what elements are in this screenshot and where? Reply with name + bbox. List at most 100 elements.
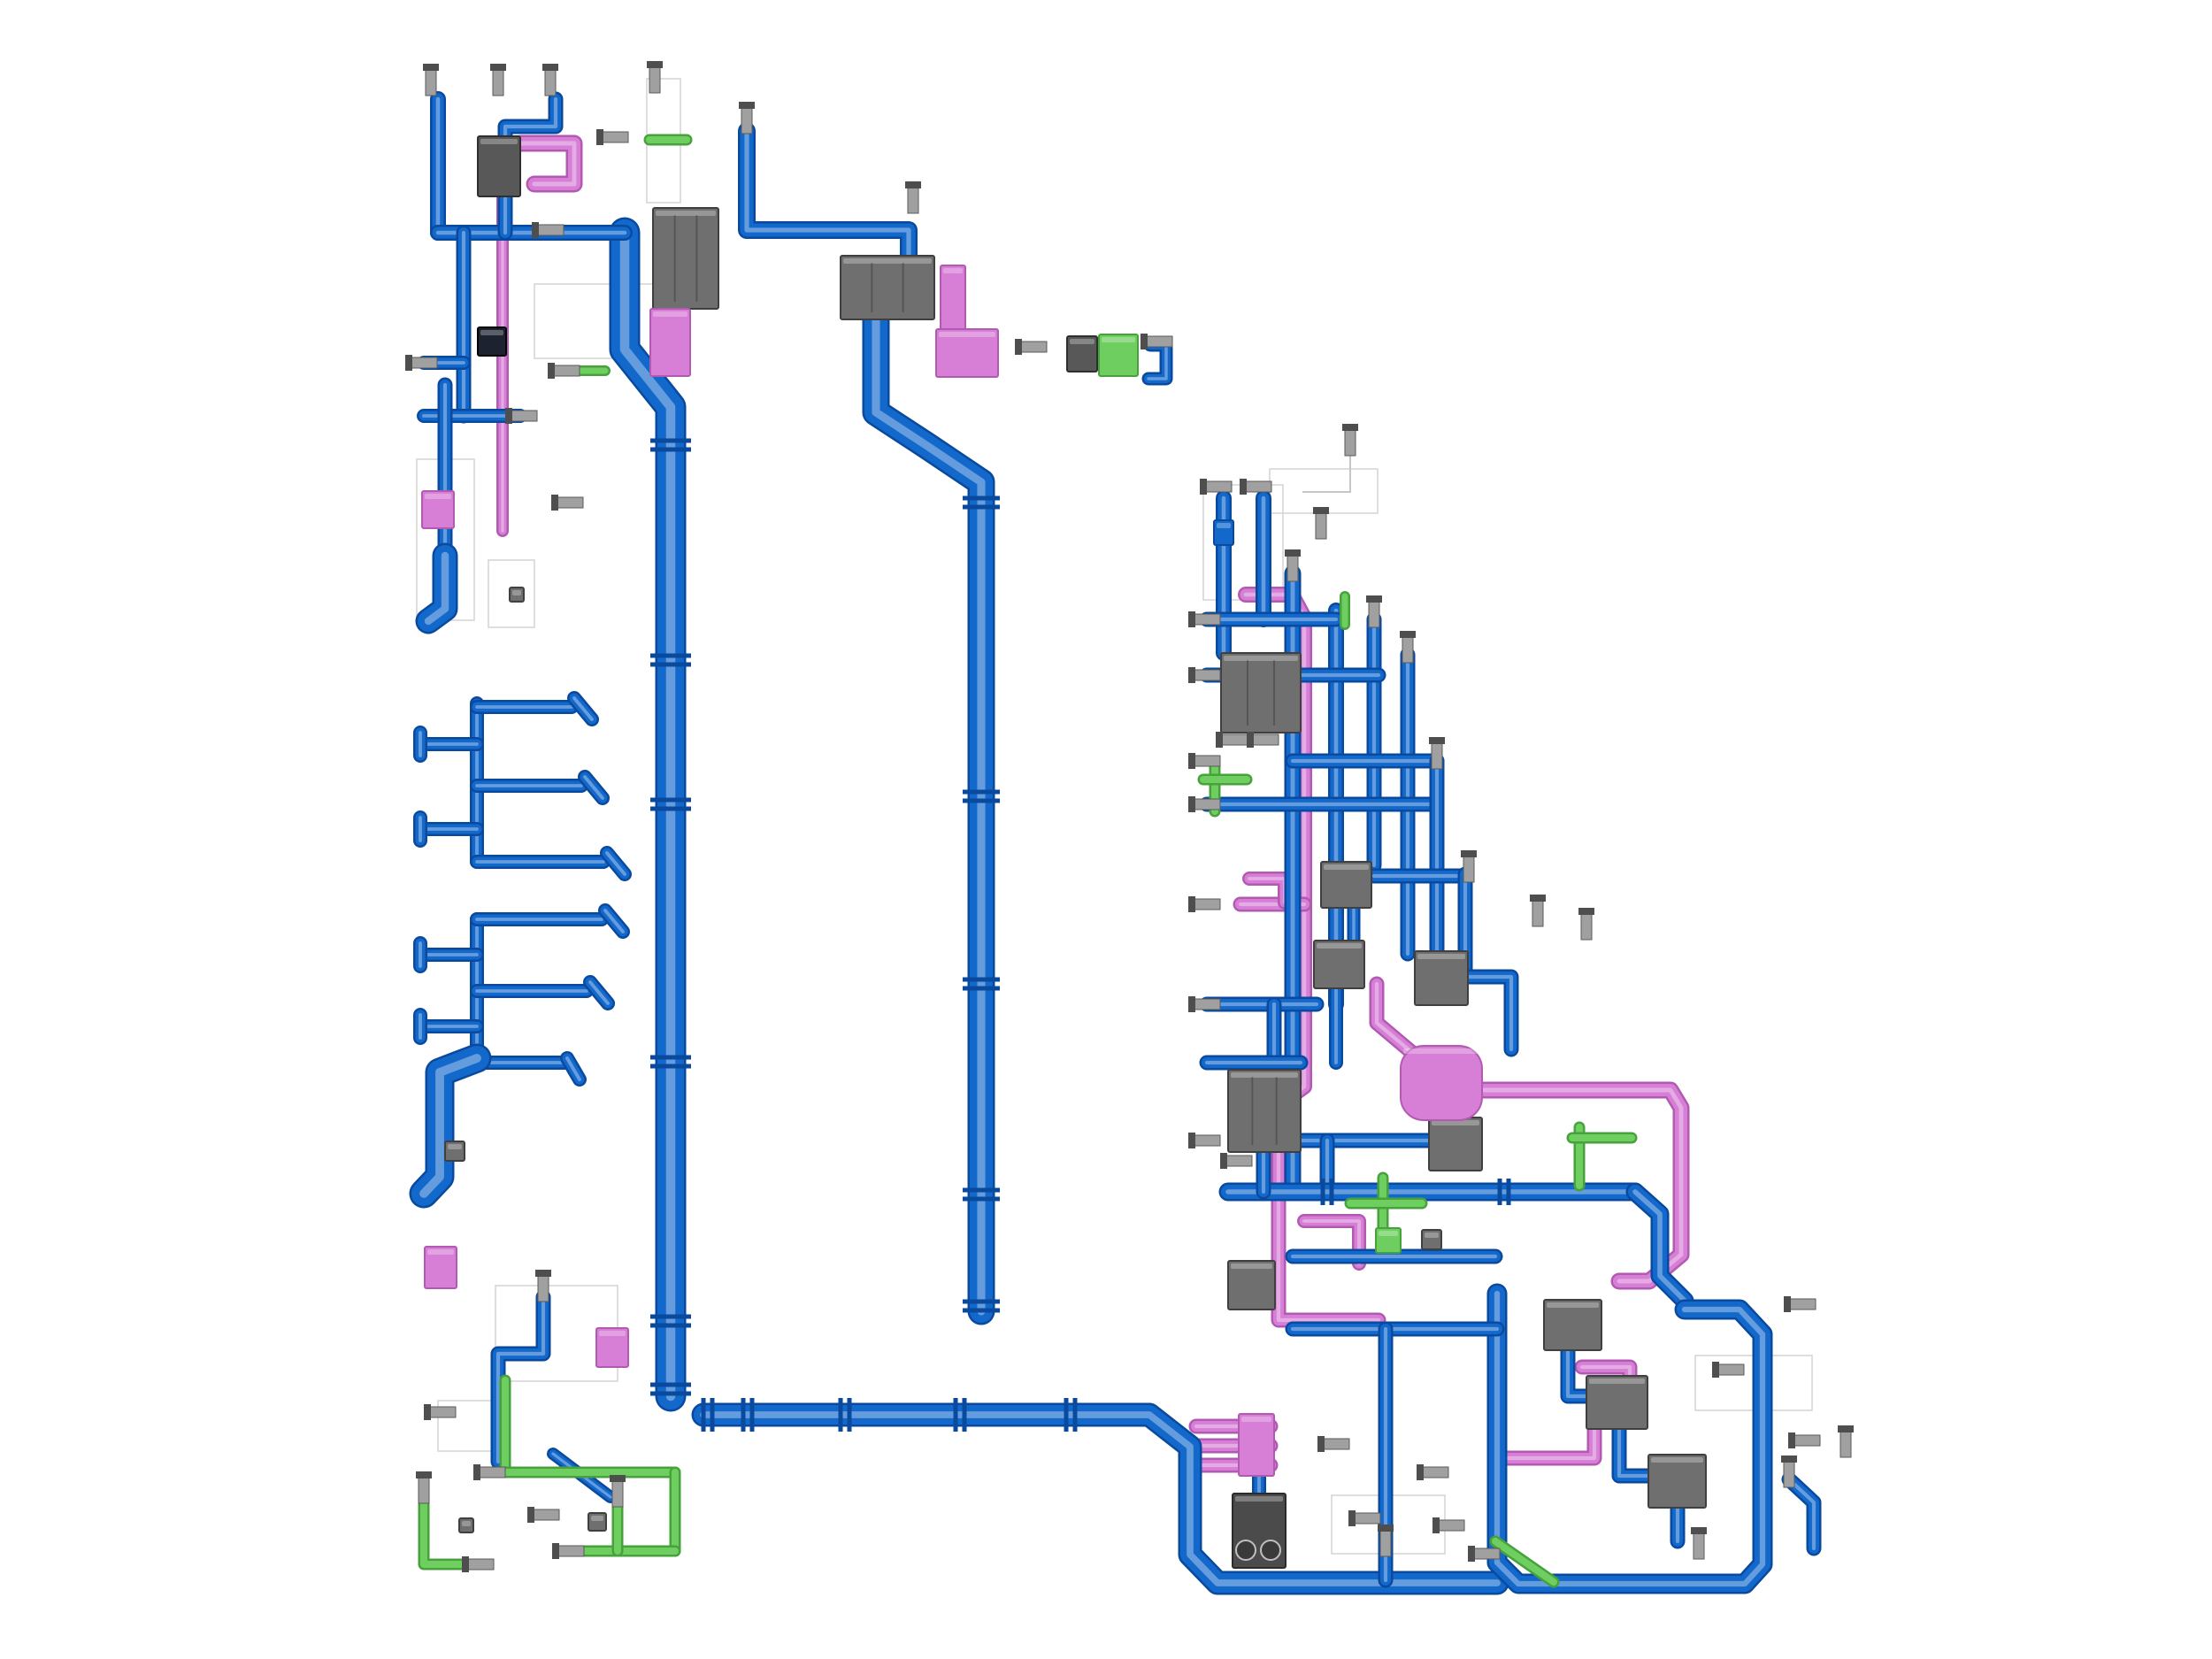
pipe-connector	[647, 61, 663, 94]
left-drop-elbow-sheen	[424, 551, 449, 626]
equipment-f	[1428, 1117, 1483, 1171]
pipe-blue-riser-left-main	[609, 217, 687, 1412]
small-box-5	[509, 587, 525, 603]
equipment-h	[1543, 1299, 1602, 1351]
equipment-c-highlight	[1317, 943, 1362, 949]
pipe-connector	[1188, 996, 1221, 1012]
connector-cap	[1578, 908, 1594, 915]
pipe-connector	[542, 64, 558, 96]
pink-blob	[1400, 1045, 1483, 1121]
equipment-f-highlight	[1432, 1120, 1479, 1125]
connector-cap	[473, 1464, 480, 1480]
equipment-b	[1320, 861, 1372, 909]
connector-cap	[1461, 850, 1477, 857]
connector-cap	[1141, 334, 1148, 349]
connector-cap	[1220, 1153, 1227, 1169]
flange-tick	[963, 1299, 1000, 1313]
top-feed	[740, 124, 916, 267]
equipment-i-highlight	[1589, 1379, 1645, 1384]
pipe-connector	[596, 129, 629, 145]
pipe-blue-tl-ubend	[497, 91, 564, 146]
pipe-blue-step-i-j	[1611, 1421, 1659, 1484]
connector-body	[1717, 1363, 1745, 1376]
pink-square-2-highlight	[427, 1249, 454, 1255]
connector-cap	[1240, 479, 1247, 495]
small-box-4-highlight	[462, 1521, 471, 1526]
pipe-connector	[905, 181, 921, 214]
equipment-topleft-highlight	[480, 139, 518, 144]
connector-cap	[1188, 796, 1195, 812]
bl-network-sheen	[495, 1294, 546, 1464]
far-right-elbow-sheen	[1786, 1477, 1816, 1551]
small-box-2	[444, 1141, 465, 1162]
connector-cap	[552, 1543, 559, 1559]
pink-duct-2-highlight	[943, 268, 963, 273]
connector-cap	[1188, 667, 1195, 683]
connector-cap	[610, 1475, 626, 1482]
connector-cap	[505, 408, 512, 424]
equipment-ahu-2	[840, 255, 935, 320]
tl-ubend	[500, 94, 561, 143]
equipment-ahu-1	[652, 207, 719, 310]
pipe-blue-riser-right-main	[862, 304, 995, 1325]
connector-cap	[1285, 549, 1301, 557]
connector-cap	[405, 355, 412, 371]
pipe-connector	[1188, 1133, 1221, 1148]
equipment-e	[1227, 1069, 1302, 1153]
comb2-b1-cap	[600, 905, 628, 937]
connector-cap	[490, 64, 506, 71]
connector-cap	[1788, 1432, 1795, 1448]
pink-square-2	[424, 1246, 457, 1289]
connector-body	[1368, 600, 1380, 628]
riser-right-main-sheen	[872, 314, 986, 1316]
connector-cap	[1432, 1517, 1440, 1533]
connector-cap	[1313, 507, 1329, 514]
pipe-blue-bl-network	[490, 1289, 551, 1470]
valve-body-highlight	[1070, 339, 1094, 344]
pink-drop-center	[1273, 1147, 1384, 1325]
equipment-topleft	[477, 135, 521, 197]
connector-body	[1244, 480, 1272, 493]
connector-cap	[1400, 631, 1416, 638]
connector-cap	[1188, 753, 1195, 769]
small-box-5-highlight	[512, 590, 521, 595]
connector-cap	[1188, 996, 1195, 1012]
comb2-b1-cap-sheen	[603, 909, 625, 933]
connector-cap	[1712, 1362, 1719, 1378]
connector-cap	[1342, 424, 1358, 431]
connector-body	[544, 68, 557, 96]
pipe-connector	[1240, 479, 1272, 495]
pink-duct-1	[649, 308, 691, 377]
small-box-3	[588, 1512, 607, 1532]
flange-tick	[1320, 1179, 1334, 1205]
pink-square-3-highlight	[599, 1331, 626, 1336]
pipe-blue-left-drop-elbow	[415, 542, 458, 634]
small-box-1-highlight	[1425, 1233, 1439, 1238]
pipe-pink-pink-loop-topleft	[512, 134, 583, 193]
pipe-blue-comb1-b1-cap	[567, 691, 599, 726]
pipe-blue-comb2-b1-cap	[598, 903, 630, 939]
pipe-connector	[527, 1507, 560, 1523]
small-box-2	[444, 1141, 465, 1162]
connector-body	[1344, 428, 1356, 457]
pipe-connector	[535, 1270, 551, 1302]
pipe-connector	[1378, 1525, 1394, 1557]
connector-cap	[527, 1507, 534, 1523]
pipe-connector	[552, 1543, 585, 1559]
connector-body	[649, 65, 661, 94]
pipe-connector	[1366, 595, 1382, 628]
pink-duct-1-highlight	[653, 311, 687, 317]
flange-tick	[741, 1398, 755, 1432]
connector-cap	[532, 222, 539, 238]
equipment-ahu-2	[840, 255, 935, 320]
connector-body	[1839, 1430, 1852, 1458]
connector-body	[1783, 1460, 1795, 1488]
connector-cap	[1468, 1546, 1475, 1562]
small-box-2-highlight	[448, 1144, 462, 1149]
connector-body	[1402, 635, 1414, 664]
step-i-j	[1614, 1424, 1656, 1481]
connector-body	[1220, 733, 1248, 746]
equipment-ahu-2-highlight	[843, 258, 932, 264]
equipment-c	[1313, 940, 1365, 989]
